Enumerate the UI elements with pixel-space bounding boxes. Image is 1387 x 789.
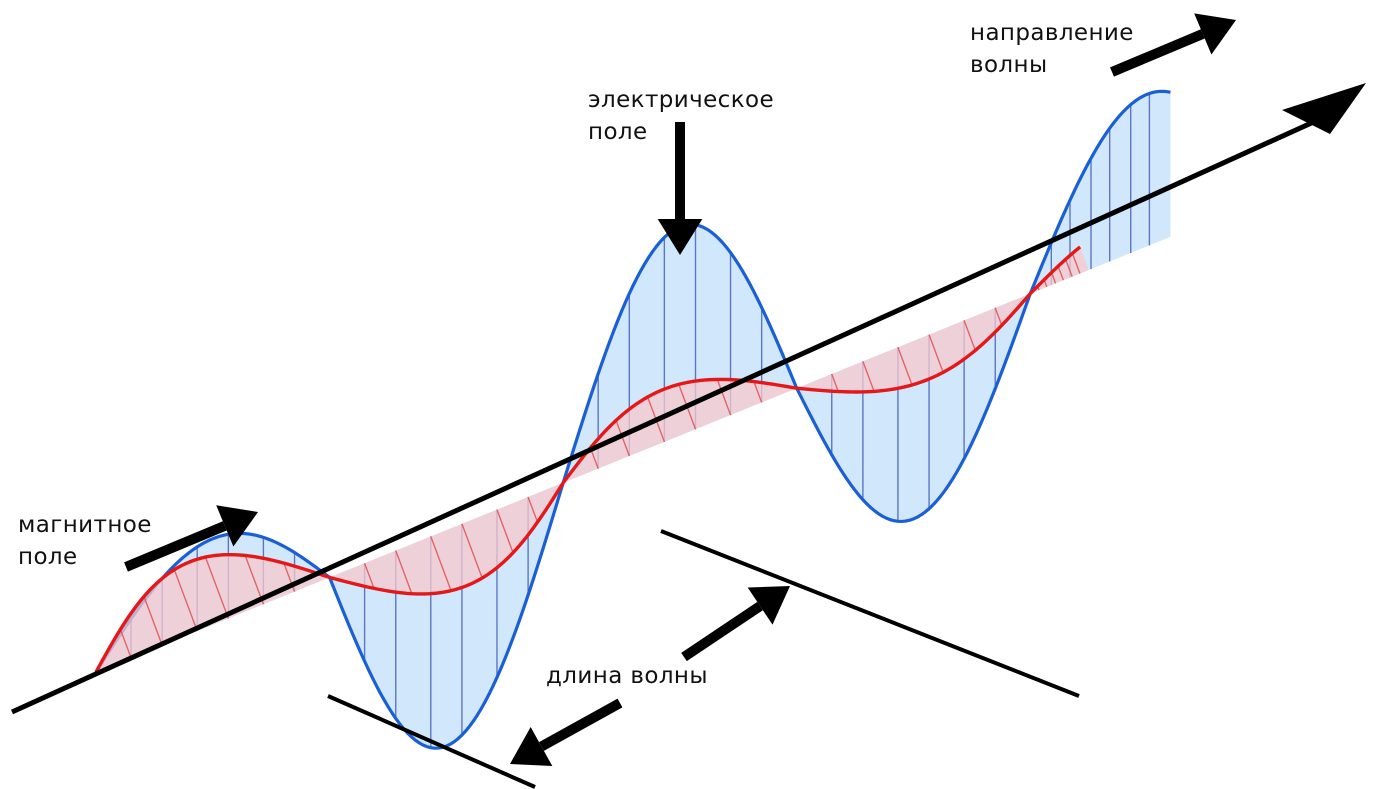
magnetic-lobe-outline: [329, 481, 565, 596]
magnetic-hatch-line: [173, 569, 198, 632]
magnetic-hatch-line: [1064, 259, 1073, 277]
magnetic-hatch-line: [897, 346, 913, 386]
electric-field-label: электрическое поле: [588, 84, 774, 148]
magnetic-hatch-line: [1050, 272, 1057, 284]
wavelength-arrow-lower-shaft: [539, 698, 623, 751]
magnetic-hatch-line: [753, 381, 763, 403]
electric-field-label-line2: поле: [588, 119, 648, 145]
magnetic-hatch-line: [430, 536, 452, 591]
magnetic-field-label: магнитное поле: [18, 509, 152, 573]
wavelength-marker-line-left: [327, 694, 536, 789]
magnetic-hatch-line: [1071, 253, 1081, 274]
wavelength-marker-line-right: [660, 529, 1080, 698]
wave-direction-label-line2: волны: [970, 52, 1048, 78]
magnetic-field-label-line2: поле: [18, 544, 78, 570]
magnetic-field-wave: [94, 245, 1089, 673]
magnetic-lobe-outline: [1029, 245, 1082, 295]
magnetic-hatch-line: [831, 373, 839, 392]
electric-field-pointer-arrow-head-icon: [657, 219, 703, 255]
wave-direction-label: направление волны: [970, 17, 1134, 81]
axis-line: [10, 117, 1320, 715]
magnetic-field-label-line1: магнитное: [18, 512, 152, 538]
magnetic-hatch-line: [994, 307, 1003, 326]
wavelength-label: длина волны: [546, 663, 708, 689]
magnetic-hatch-line: [143, 596, 163, 646]
wavelength-arrow-upper-head-icon: [747, 586, 790, 625]
magnetic-lobe-outline: [796, 292, 1032, 394]
magnetic-hatch-line: [244, 555, 265, 605]
electric-lobe-fill: [1030, 91, 1171, 294]
magnetic-lobe-fill: [329, 482, 564, 594]
magnetic-hatch-line: [395, 550, 413, 594]
axis-arrowhead-icon: [1282, 83, 1366, 134]
magnetic-hatch-line: [716, 379, 732, 416]
magnetic-hatch-line: [527, 496, 539, 523]
magnetic-lobe-fill: [563, 379, 797, 483]
magnetic-hatch-line: [119, 629, 132, 659]
magnetic-lobe-outline: [561, 377, 798, 484]
wave-direction-label-line1: направление: [970, 20, 1134, 46]
magnetic-hatch-line: [862, 361, 875, 392]
magnetic-field-pointer-arrow-head-icon: [216, 505, 258, 547]
wavelength-arrow-lower-head-icon: [510, 727, 553, 767]
wave-direction-arrow-shaft: [1110, 29, 1205, 77]
pointer-arrows: [124, 13, 1236, 789]
electric-field-label-line1: электрическое: [588, 87, 775, 113]
magnetic-hatch-line: [496, 509, 514, 553]
electric-lobe-outline: [795, 293, 1032, 524]
magnetic-hatch-line: [928, 334, 944, 373]
magnetic-hatch-line: [363, 562, 375, 589]
magnetic-field-pointer-arrow-shaft: [124, 521, 227, 572]
magnetic-lobe-fill: [96, 554, 330, 672]
magnetic-hatch-line: [963, 320, 976, 351]
wave-direction-arrow-head-icon: [1194, 13, 1236, 55]
magnetic-lobe-outline: [94, 552, 331, 673]
magnetic-hatch-line: [615, 420, 630, 457]
magnetic-hatch-line: [461, 523, 483, 579]
magnetic-hatch-line: [1057, 265, 1065, 281]
propagation-axis: [10, 83, 1366, 715]
magnetic-hatch-line: [204, 556, 230, 619]
wavelength-arrow-upper-shaft: [681, 601, 763, 662]
magnetic-lobe-fill: [796, 293, 1031, 392]
